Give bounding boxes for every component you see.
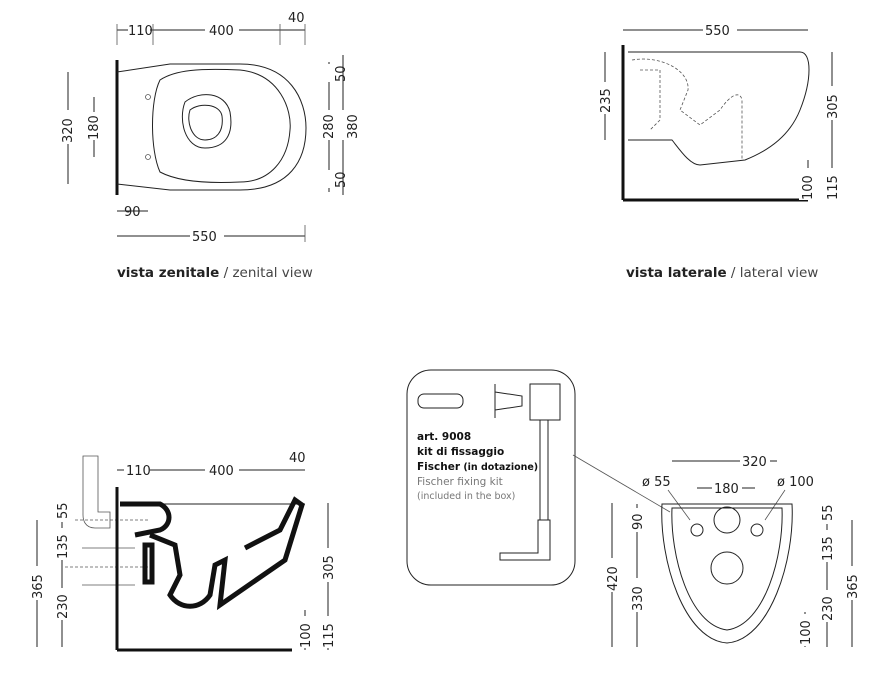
dim-55: 55: [821, 504, 836, 521]
dim-180: 180: [714, 482, 739, 497]
dim-550: 550: [192, 230, 217, 245]
dim-90: 90: [124, 205, 141, 220]
dim-400: 400: [209, 24, 234, 39]
front-view: 320 180 ø 55 ø 100 420 90 330 55 135 230…: [603, 453, 863, 647]
zenital-caption: vista zenitale / zenital view: [117, 265, 313, 281]
kit-title-en: Fischer fixing kit: [417, 476, 503, 488]
dim-100: 100: [299, 623, 314, 648]
dim-115: 115: [322, 623, 337, 648]
dim-dia-55: ø 55: [642, 475, 671, 490]
dim-235: 235: [599, 88, 614, 113]
kit-title-it: kit di fissaggio: [417, 446, 504, 458]
dim-dia-100: ø 100: [777, 475, 814, 490]
dim-380: 380: [346, 114, 361, 139]
dim-40: 40: [289, 451, 306, 466]
caption-bold: vista zenitale: [117, 265, 219, 281]
section-view: 110 400 40 365 55 135 230 305 100 115: [28, 451, 339, 652]
dim-100: 100: [801, 175, 816, 200]
dim-135: 135: [821, 536, 836, 561]
dim-55: 55: [56, 502, 71, 519]
caption-bold: vista laterale: [626, 265, 727, 281]
kit-note-en: (included in the box): [417, 491, 515, 502]
dim-50-bottom: 50: [334, 171, 349, 188]
dim-110: 110: [128, 24, 153, 39]
bracket-icon: [529, 383, 561, 421]
dim-365: 365: [846, 574, 861, 599]
dim-305: 305: [826, 94, 841, 119]
dim-100: 100: [799, 620, 814, 645]
dim-320: 320: [742, 455, 767, 470]
dim-550: 550: [705, 24, 730, 39]
dim-400: 400: [209, 464, 234, 479]
lateral-caption: vista laterale / lateral view: [626, 265, 818, 281]
dim-320: 320: [61, 118, 76, 143]
rod-icon: [499, 420, 551, 561]
dim-365: 365: [31, 574, 46, 599]
dim-420: 420: [606, 566, 621, 591]
dim-330: 330: [631, 586, 646, 611]
dim-230: 230: [821, 596, 836, 621]
dim-135: 135: [56, 534, 71, 559]
kit-title-it-2: Fischer (in dotazione): [417, 461, 538, 473]
lateral-view: 550 235 305 100 115 vista laterale / lat…: [596, 22, 841, 281]
fixing-kit-box: art. 9008 kit di fissaggio Fischer (in d…: [406, 369, 671, 586]
dim-280: 280: [322, 114, 337, 139]
dim-90: 90: [631, 513, 646, 530]
dim-50-top: 50: [334, 65, 349, 82]
kit-article: art. 9008: [417, 431, 471, 443]
caption-light: / zenital view: [219, 265, 313, 281]
dim-115: 115: [826, 175, 841, 200]
dim-180: 180: [87, 115, 102, 140]
washer-icon: [494, 384, 523, 418]
dim-110: 110: [126, 464, 151, 479]
dim-230: 230: [56, 594, 71, 619]
anchor-icon: [417, 393, 464, 409]
dim-305: 305: [322, 555, 337, 580]
zenital-view: 110 400 40 320 180 50 280 50 380 90 550 …: [58, 11, 361, 281]
dim-40: 40: [288, 11, 305, 26]
caption-light: / lateral view: [727, 265, 819, 281]
